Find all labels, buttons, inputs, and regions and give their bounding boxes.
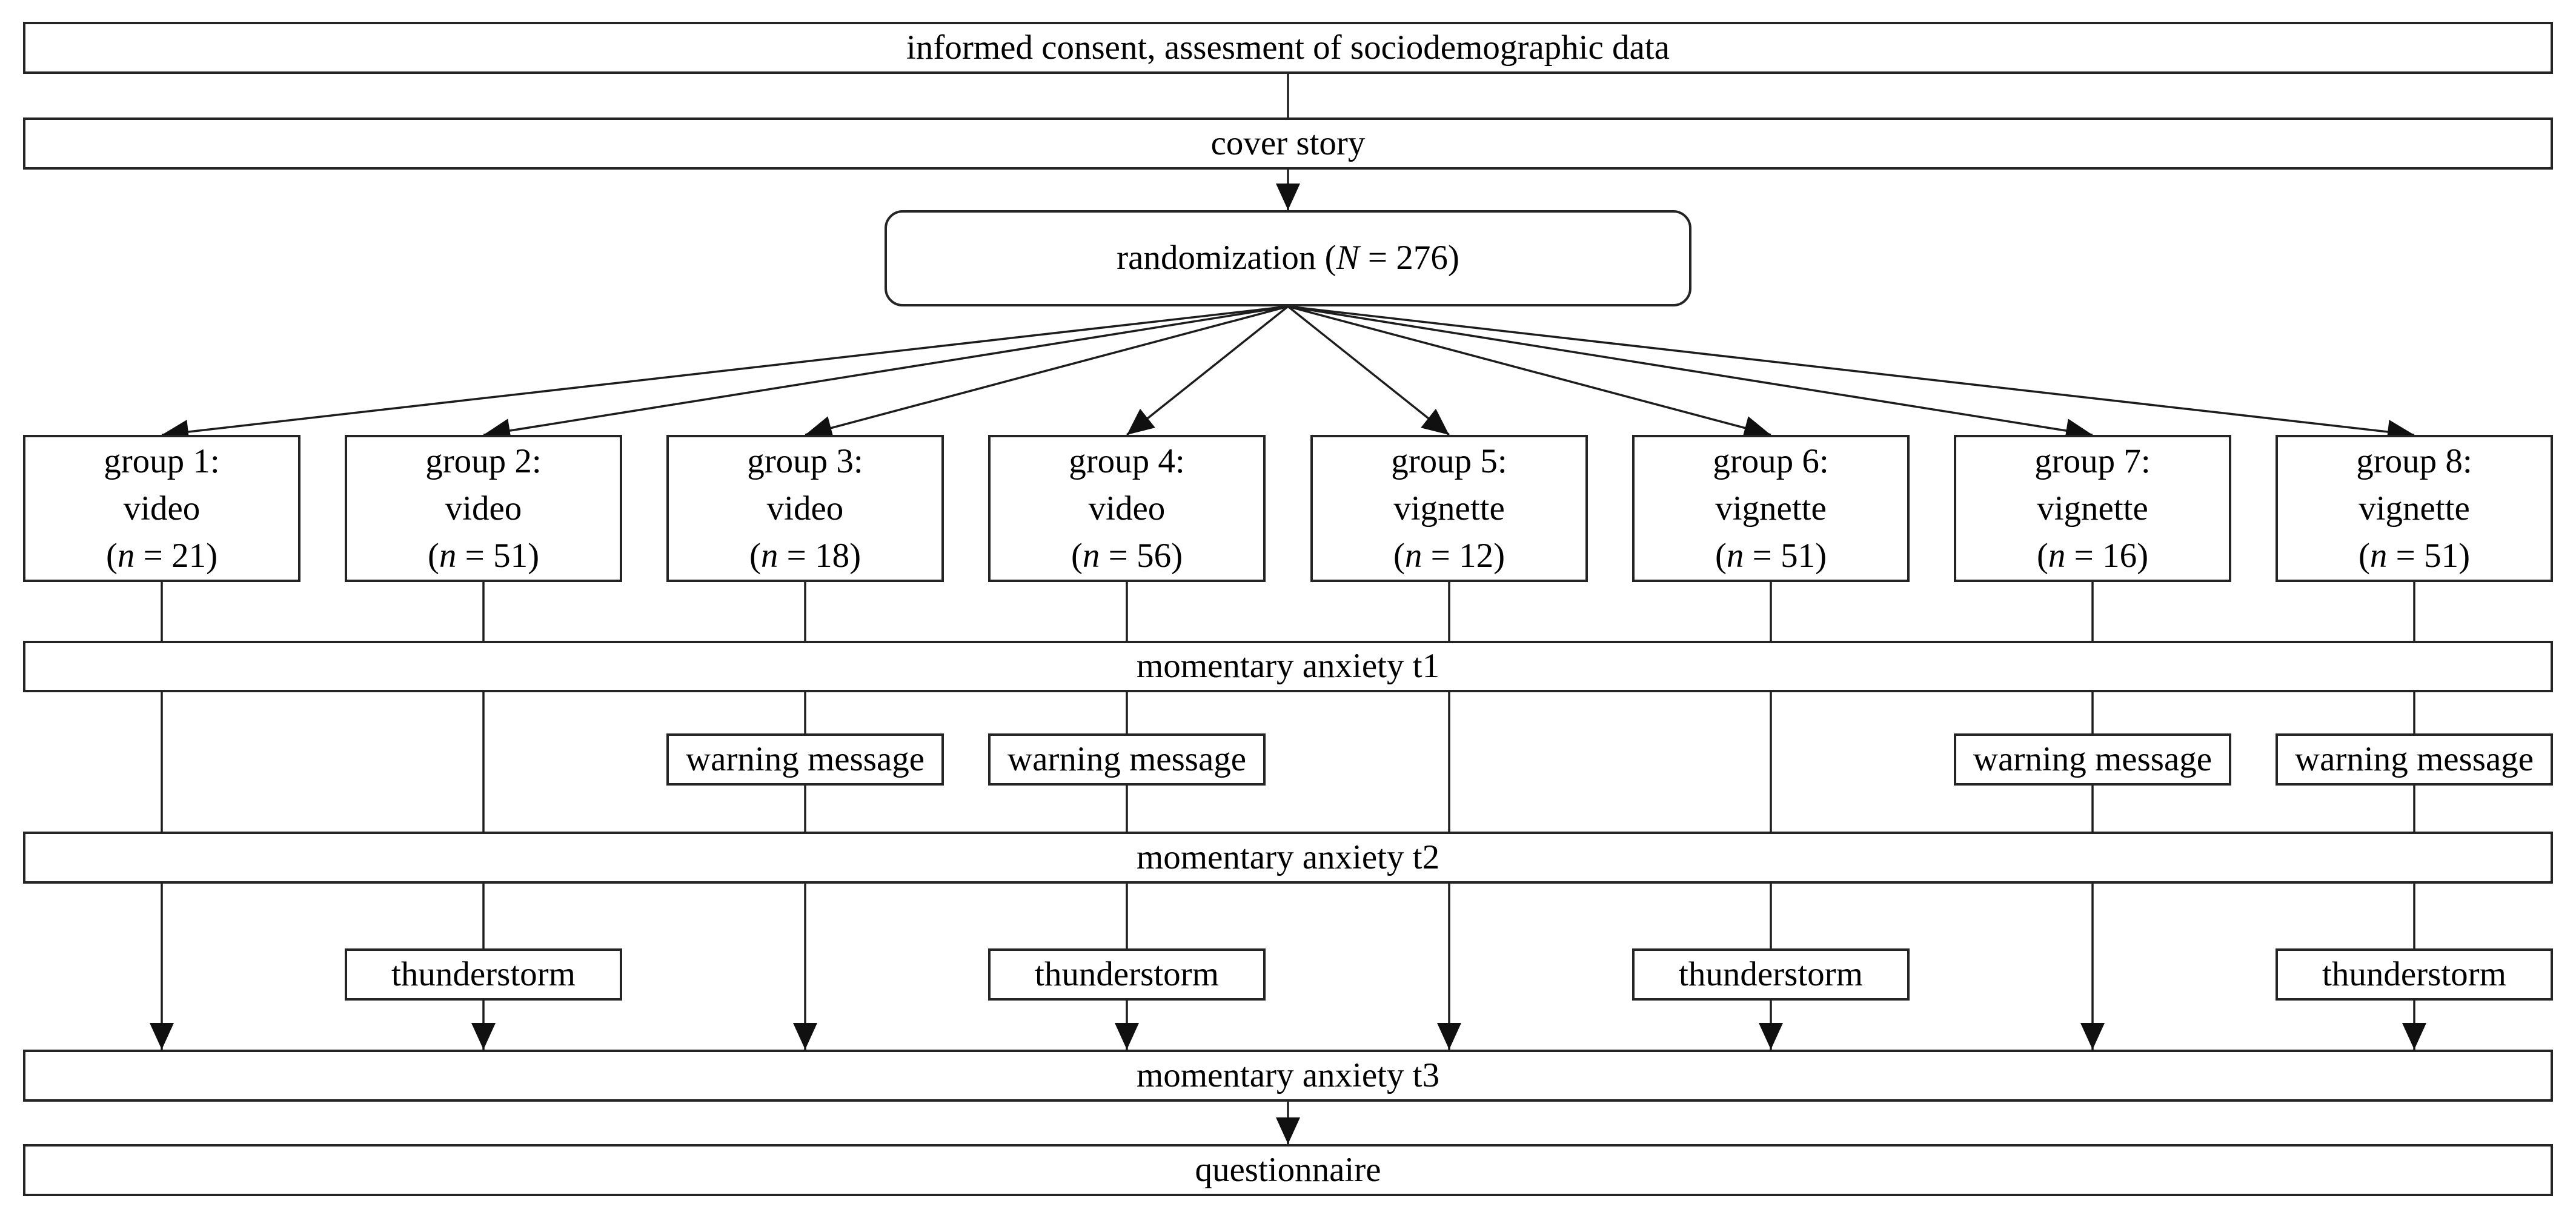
- group-2-n: (n = 51): [428, 532, 539, 580]
- arrow-randomization-to-group-8: [1287, 305, 2415, 444]
- warning-box-group-7: warning message: [1954, 733, 2231, 786]
- group-4-title: group 4:: [1069, 442, 1185, 480]
- warning-box-group-4: warning message: [988, 733, 1266, 786]
- group-4-box: group 4: video (n = 56): [988, 435, 1266, 582]
- band-questionnaire: questionnaire: [23, 1144, 2553, 1196]
- randomization-n-symbol: N: [1336, 239, 1359, 277]
- group-3-title: group 3:: [747, 442, 863, 480]
- n-symbol: n: [2048, 536, 2066, 575]
- group-2-title: group 2:: [425, 442, 542, 480]
- n-symbol: n: [1082, 536, 1100, 575]
- warning-box-group-3: warning message: [666, 733, 944, 786]
- group-5-box: group 5: vignette (n = 12): [1310, 435, 1588, 582]
- group-3-medium: video: [766, 489, 844, 528]
- n-symbol: n: [760, 536, 778, 575]
- group-5-n: (n = 12): [1393, 532, 1505, 580]
- thunderstorm-box-group-4: thunderstorm: [988, 948, 1266, 1001]
- band-momentary-anxiety-t1: momentary anxiety t1: [23, 641, 2553, 692]
- group-1-box: group 1: video (n = 21): [23, 435, 300, 582]
- n-open: (: [2036, 536, 2048, 575]
- n-open: (: [427, 536, 439, 575]
- arrow-randomization-to-group-2: [483, 305, 1289, 443]
- group-3-n: (n = 18): [749, 532, 861, 580]
- n-value: = 51): [456, 536, 540, 575]
- n-open: (: [105, 536, 118, 575]
- n-value: = 21): [134, 536, 218, 575]
- thunderstorm-box-group-2: thunderstorm: [345, 948, 622, 1001]
- n-open: (: [749, 536, 761, 575]
- band-momentary-anxiety-t3: momentary anxiety t3: [23, 1050, 2553, 1102]
- randomization-label: randomization (: [1117, 239, 1336, 277]
- n-symbol: n: [1404, 536, 1422, 575]
- group-7-title: group 7:: [2034, 442, 2151, 480]
- warning-box-group-8: warning message: [2276, 733, 2553, 786]
- group-4-n: (n = 56): [1071, 532, 1183, 580]
- thunderstorm-box-group-6: thunderstorm: [1632, 948, 1910, 1001]
- group-7-box: group 7: vignette (n = 16): [1954, 435, 2231, 582]
- n-open: (: [1715, 536, 1727, 575]
- n-open: (: [2358, 536, 2370, 575]
- n-symbol: n: [1726, 536, 1744, 575]
- n-value: = 56): [1100, 536, 1183, 575]
- group-7-medium: vignette: [2037, 489, 2148, 528]
- group-2-box: group 2: video (n = 51): [345, 435, 622, 582]
- arrow-randomization-to-group-1: [161, 305, 1289, 444]
- arrow-randomization-to-group-6: [1287, 305, 1771, 440]
- group-1-medium: video: [123, 489, 201, 528]
- randomization-n-value: = 276): [1359, 239, 1459, 277]
- n-symbol: n: [2369, 536, 2388, 575]
- group-3-box: group 3: video (n = 18): [666, 435, 944, 582]
- group-8-medium: vignette: [2359, 489, 2470, 528]
- n-open: (: [1393, 536, 1405, 575]
- group-6-title: group 6:: [1713, 442, 1829, 480]
- group-4-medium: video: [1088, 489, 1166, 528]
- group-5-title: group 5:: [1391, 442, 1507, 480]
- arrow-randomization-to-group-3: [805, 305, 1289, 440]
- n-symbol: n: [439, 536, 457, 575]
- group-8-box: group 8: vignette (n = 51): [2276, 435, 2553, 582]
- band-cover-story: cover story: [23, 117, 2553, 170]
- arrow-randomization-to-group-5: [1287, 305, 1450, 436]
- n-value: = 18): [778, 536, 861, 575]
- group-6-medium: vignette: [1715, 489, 1827, 528]
- n-value: = 12): [1422, 536, 1505, 575]
- n-value: = 51): [2387, 536, 2471, 575]
- group-8-n: (n = 51): [2359, 532, 2470, 580]
- group-8-title: group 8:: [2356, 442, 2472, 480]
- group-5-medium: vignette: [1393, 489, 1505, 528]
- group-1-title: group 1:: [104, 442, 220, 480]
- group-2-medium: video: [445, 489, 522, 528]
- band-momentary-anxiety-t2: momentary anxiety t2: [23, 832, 2553, 884]
- group-6-n: (n = 51): [1715, 532, 1827, 580]
- thunderstorm-box-group-8: thunderstorm: [2276, 948, 2553, 1001]
- n-symbol: n: [117, 536, 135, 575]
- n-open: (: [1071, 536, 1083, 575]
- group-1-n: (n = 21): [106, 532, 217, 580]
- group-6-box: group 6: vignette (n = 51): [1632, 435, 1910, 582]
- arrow-randomization-to-group-4: [1126, 305, 1289, 436]
- band-informed-consent: informed consent, assesment of sociodemo…: [23, 22, 2553, 74]
- arrow-randomization-to-group-7: [1287, 305, 2093, 443]
- randomization-box: randomization (N = 276): [885, 210, 1691, 306]
- n-value: = 16): [2065, 536, 2149, 575]
- group-7-n: (n = 16): [2037, 532, 2148, 580]
- n-value: = 51): [1744, 536, 1827, 575]
